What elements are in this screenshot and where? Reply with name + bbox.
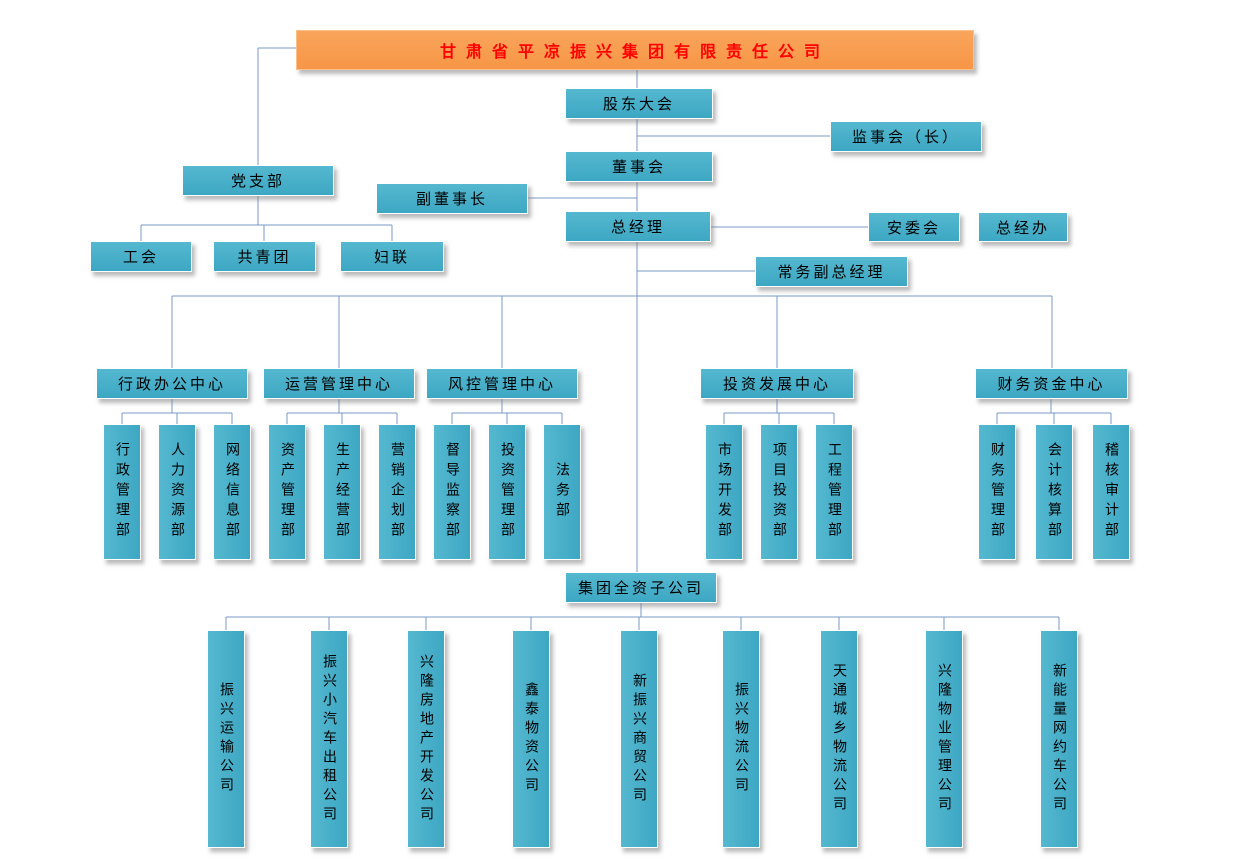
dept-node: 营销企划部 <box>378 424 416 560</box>
dept-node: 网络信息部 <box>213 424 251 560</box>
center-finance: 财务资金中心 <box>975 368 1128 399</box>
subsidiary-node: 振兴物流公司 <box>722 630 760 848</box>
node-general-manager: 总经理 <box>565 211 711 242</box>
node-board-of-directors: 董事会 <box>565 151 713 182</box>
node-safety-committee: 安委会 <box>868 212 960 242</box>
dept-node: 行政管理部 <box>103 424 141 560</box>
node-labor-union: 工会 <box>90 241 192 272</box>
subsidiary-node: 振兴小汽车出租公司 <box>310 630 348 848</box>
dept-node: 法务部 <box>543 424 581 560</box>
dept-node: 市场开发部 <box>705 424 743 560</box>
dept-node: 工程管理部 <box>815 424 853 560</box>
center-operations: 运营管理中心 <box>263 368 415 399</box>
dept-node: 生产经营部 <box>323 424 361 560</box>
node-women-federation: 妇联 <box>340 241 444 272</box>
node-youth-league: 共青团 <box>213 241 316 272</box>
subsidiary-node: 新能量网约车公司 <box>1040 630 1078 848</box>
dept-node: 督导监察部 <box>433 424 471 560</box>
dept-node: 会计核算部 <box>1035 424 1073 560</box>
node-shareholders-meeting: 股东大会 <box>565 88 713 119</box>
dept-node: 项目投资部 <box>760 424 798 560</box>
center-investment: 投资发展中心 <box>700 368 854 399</box>
node-gm-office: 总经办 <box>978 212 1068 242</box>
dept-node: 人力资源部 <box>158 424 196 560</box>
dept-node: 财务管理部 <box>978 424 1016 560</box>
subsidiary-node: 新振兴商贸公司 <box>620 630 658 848</box>
dept-node: 投资管理部 <box>488 424 526 560</box>
subsidiary-node: 鑫泰物资公司 <box>512 630 550 848</box>
subsidiary-node: 振兴运输公司 <box>207 630 245 848</box>
dept-node: 稽核审计部 <box>1092 424 1130 560</box>
node-executive-deputy-gm: 常务副总经理 <box>755 256 908 287</box>
subsidiary-node: 兴隆物业管理公司 <box>925 630 963 848</box>
node-supervisory-board: 监事会（长） <box>830 121 982 152</box>
dept-node: 资产管理部 <box>268 424 306 560</box>
node-party-branch: 党支部 <box>182 165 334 196</box>
center-admin-office: 行政办公中心 <box>96 368 248 399</box>
center-risk-control: 风控管理中心 <box>426 368 578 399</box>
node-vice-chairman: 副董事长 <box>376 183 528 214</box>
subsidiary-node: 兴隆房地产开发公司 <box>407 630 445 848</box>
subsidiary-node: 天通城乡物流公司 <box>820 630 858 848</box>
node-subsidiaries-header: 集团全资子公司 <box>565 572 717 603</box>
company-title: 甘肃省平凉振兴集团有限责任公司 <box>296 30 974 70</box>
